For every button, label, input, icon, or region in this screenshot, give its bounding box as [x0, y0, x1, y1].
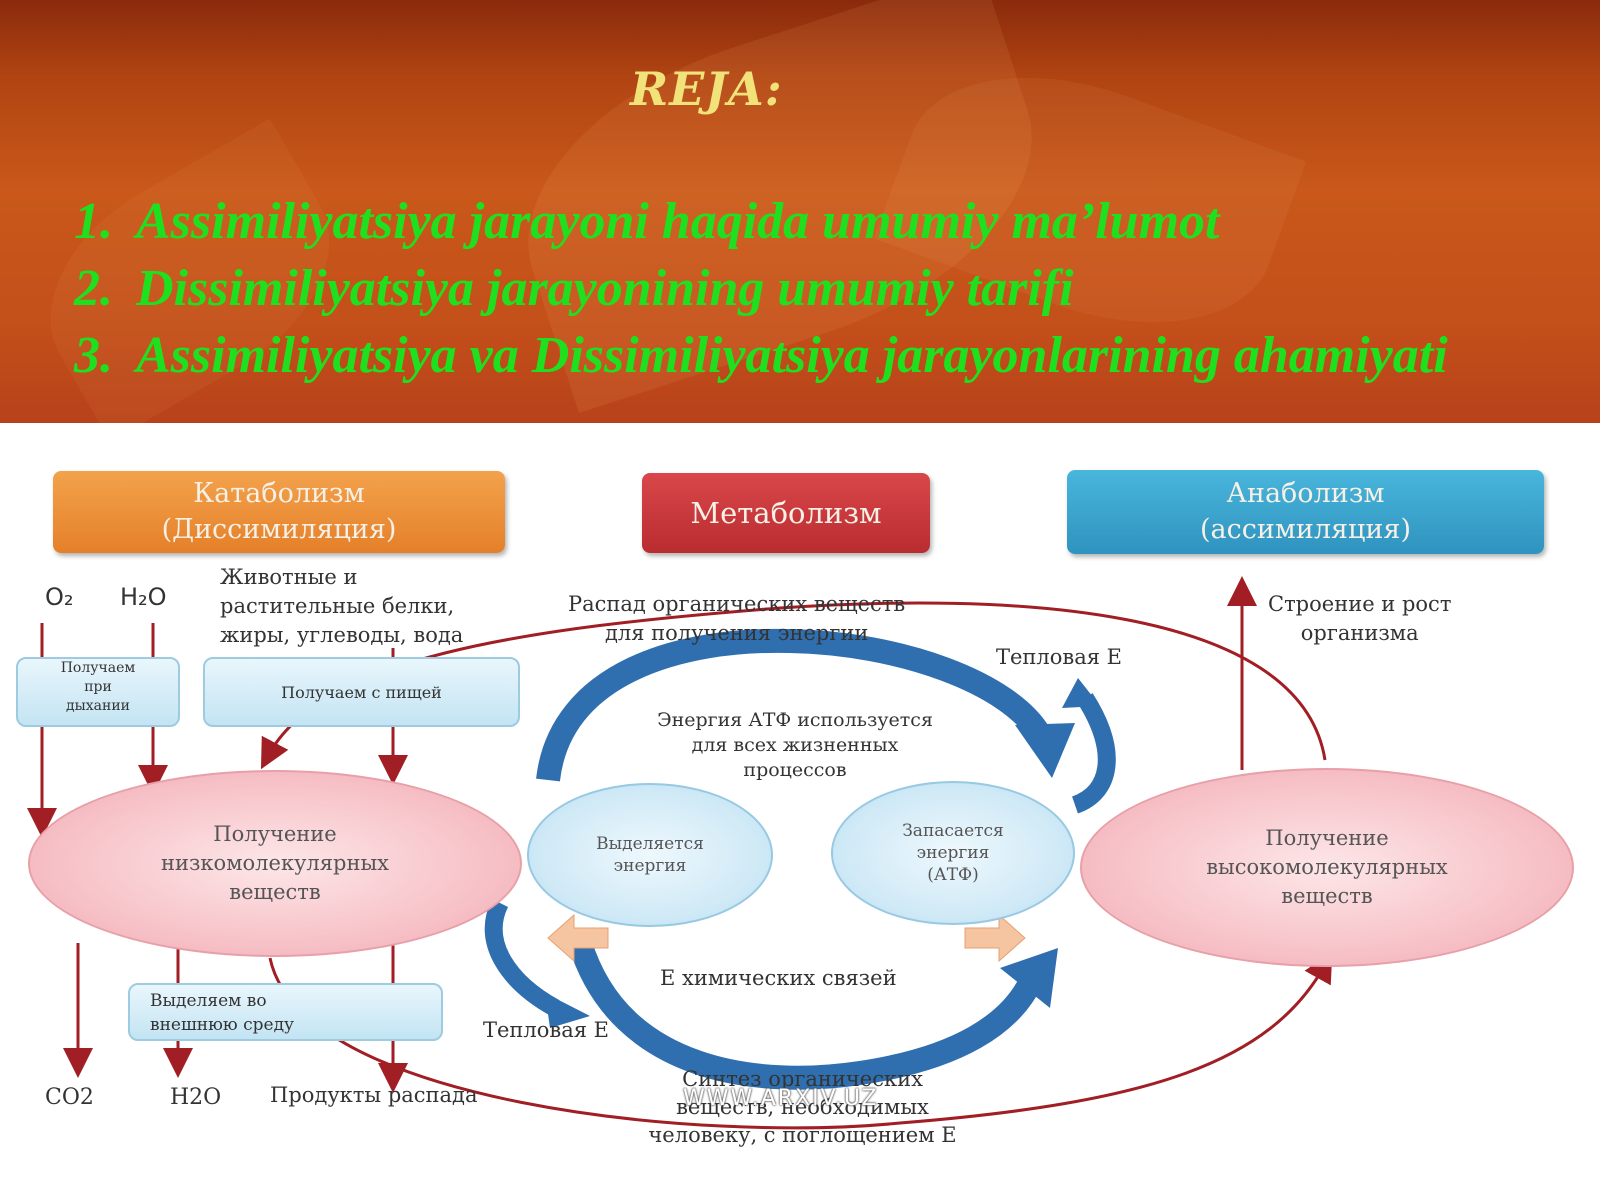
atp-use-label: Энергия АТФ используется для всех жизнен…: [657, 709, 933, 781]
watermark: WWW.ARXIV.UZ: [683, 1086, 879, 1111]
metabolism-box: Метаболизм: [642, 473, 930, 553]
arrow-right-icon: [964, 913, 1026, 963]
o2-label: O₂: [45, 583, 74, 611]
heat-arrowhead-top: [1062, 678, 1100, 708]
heat-arrowhead-bottom: [545, 993, 590, 1028]
atp-cycle-arrow-top: [536, 628, 1051, 782]
catabolism-title: Катаболизм: [193, 478, 365, 509]
breathing-box: Получаем при дыхании: [16, 657, 180, 727]
metabolism-title: Метаболизм: [690, 496, 882, 530]
bond-cycle-arrow-bottom: [568, 939, 1041, 1090]
metabolism-diagram: Катаболизм (Диссимиляция) Метаболизм Анаб…: [0, 423, 1600, 1200]
plan-title: REJA:: [630, 62, 783, 116]
slide-header: REJA: 1.Assimiliyatsiya jarayoni haqida …: [0, 0, 1600, 423]
h2o-input-label: H₂O: [120, 583, 167, 611]
diagram-arrows-layer: [27, 576, 1333, 1130]
cycle-arrow-lower: [268, 951, 1333, 1130]
breakdown-label: Распад органических веществ для получени…: [568, 592, 906, 645]
heat-energy-bottom-label: Тепловая Е: [483, 1018, 610, 1042]
decay-products-label: Продукты распада: [270, 1083, 478, 1107]
anabolism-title: Анаболизм: [1226, 478, 1385, 509]
plan-item: 1.Assimiliyatsiya jarayoni haqida umumiy…: [74, 193, 1220, 250]
heat-arrow-top: [1071, 693, 1116, 814]
from-food-box: Получаем с пищей: [203, 657, 520, 727]
growth-label: Строение и рост организма: [1268, 592, 1452, 645]
heat-energy-top-label: Тепловая Е: [996, 645, 1123, 669]
anabolism-box: Анаболизм (ассимиляция): [1067, 470, 1544, 554]
anabolism-subtitle: (ассимиляция): [1200, 514, 1411, 545]
food-sources-label: Животные и растительные белки, жиры, угл…: [220, 565, 464, 647]
catabolism-box: Катаболизм (Диссимиляция): [53, 471, 505, 553]
co2-label: CO2: [45, 1085, 94, 1110]
excrete-box: Выделяем во внешнюю среду: [128, 983, 443, 1041]
arrow-left-icon: [547, 913, 609, 963]
plan-item: 3.Assimiliyatsiya va Dissimiliyatsiya ja…: [74, 327, 1448, 384]
catabolism-subtitle: (Диссимиляция): [161, 514, 397, 545]
chem-bonds-label: Е химических связей: [660, 966, 897, 990]
h2o-output-label: H2O: [170, 1085, 222, 1110]
plan-item: 2.Dissimiliyatsiya jarayonining umumiy t…: [74, 260, 1074, 317]
heat-arrow-bottom: [484, 898, 560, 1016]
synthesis-label: Синтез органических веществ, необходимых…: [648, 1067, 957, 1147]
atp-cycle-arrowhead-top: [1015, 723, 1075, 778]
bond-cycle-arrowhead-bottom: [1000, 948, 1058, 1008]
